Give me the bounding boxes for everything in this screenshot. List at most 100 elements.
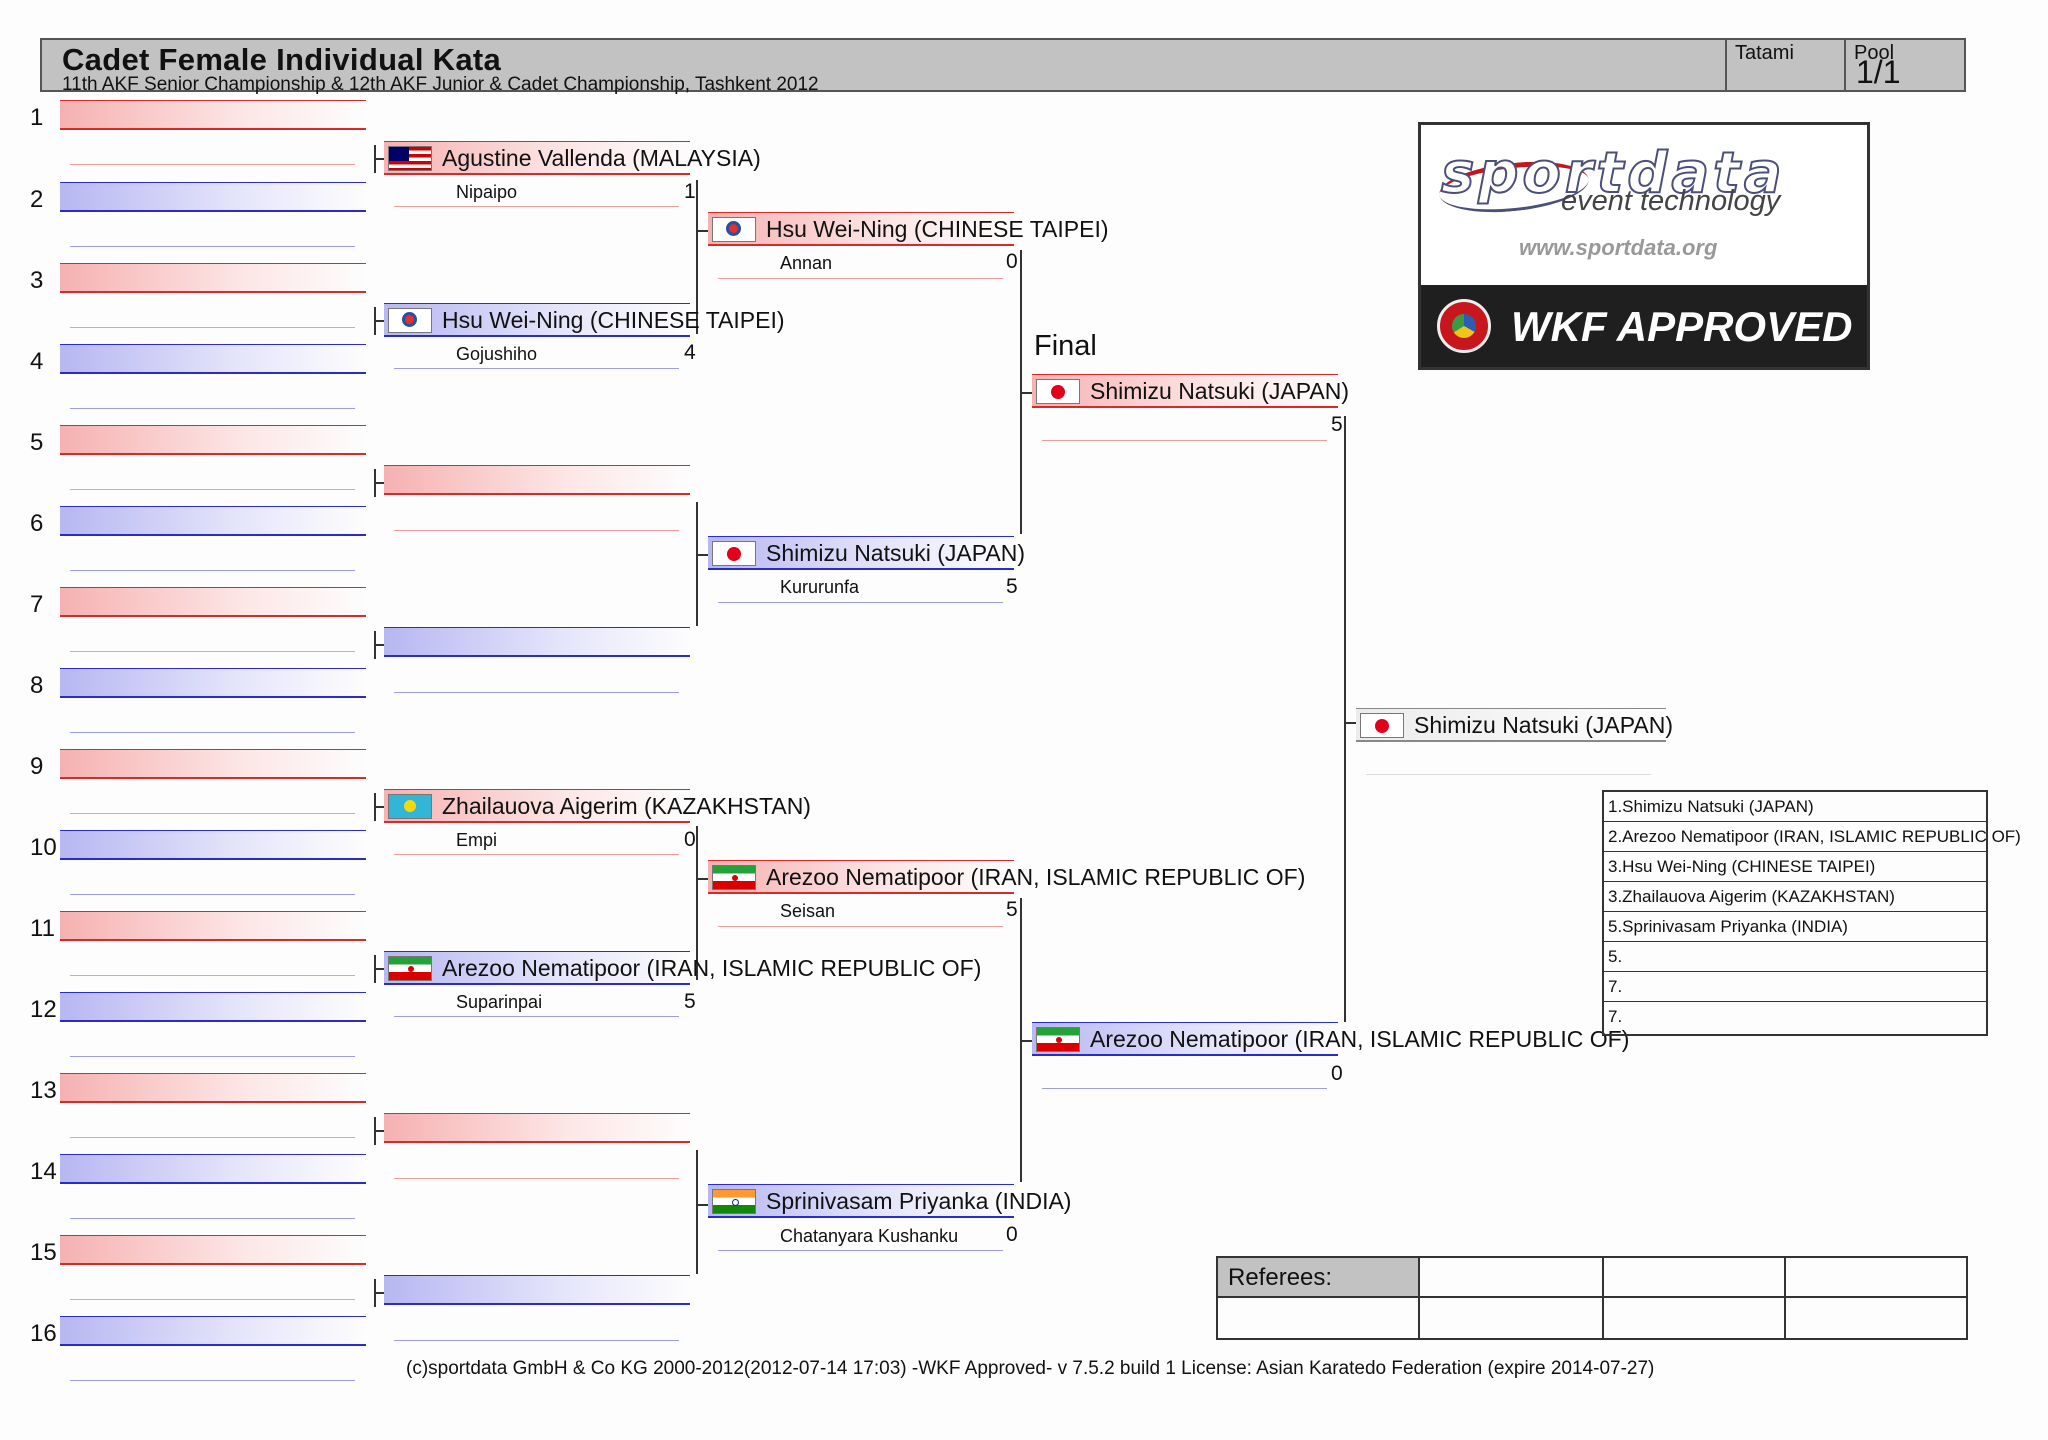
seed-underline [70,327,355,328]
competitor-red[interactable]: Hsu Wei-Ning (CHINESE TAIPEI) [708,212,1109,246]
seed-number: 12 [30,996,57,1023]
kata-name: Annan [780,253,833,273]
final-competitor-blue[interactable]: Arezoo Nematipoor (IRAN, ISLAMIC REPUBLI… [1032,1022,1629,1056]
score: 0 [1006,250,1018,273]
referee-cell[interactable] [1420,1258,1604,1298]
seed-number: 6 [30,510,44,537]
tatami-label: Tatami [1735,42,1794,64]
seed-number: 14 [30,1158,57,1185]
competitor-red[interactable]: Arezoo Nematipoor (IRAN, ISLAMIC REPUBLI… [708,860,1305,894]
seed-underline [70,164,355,165]
seed-slot-blue [60,992,366,1022]
seed-slot-red [60,1235,366,1265]
referee-cell[interactable] [1604,1298,1786,1338]
pool-cell: Pool 1/1 [1844,40,1966,90]
seed-number: 7 [30,591,44,618]
result-row: 5.Sprinivasam Priyanka (INDIA) [1604,912,1986,942]
seed-number: 5 [30,429,44,456]
logo-brand: sportdata [1440,140,1786,207]
score: 5 [684,990,696,1013]
connector [696,1150,698,1274]
seed-number: 11 [30,915,55,942]
seed-underline [70,570,355,571]
seed-number: 1 [30,104,44,131]
competitor-red[interactable]: Agustine Vallenda (MALAYSIA) [384,141,761,175]
results-table: 1.Shimizu Natsuki (JAPAN) 2.Arezoo Nemat… [1602,790,2021,1036]
competitor-blue[interactable]: Hsu Wei-Ning (CHINESE TAIPEI) [384,303,785,337]
malaysia-flag-icon [388,146,432,171]
kata-underline [1042,440,1327,441]
competitor-name: Arezoo Nematipoor (IRAN, ISLAMIC REPUBLI… [442,955,982,981]
connector [1344,722,1356,724]
connector [696,502,698,626]
referee-cell[interactable] [1218,1298,1420,1338]
competitor-blue[interactable]: Sprinivasam Priyanka (INDIA) [708,1184,1071,1218]
japan-flag-icon [712,541,756,566]
seed-number: 16 [30,1320,57,1347]
final-label: Final [1034,330,1097,362]
result-row: 5. [1604,942,1986,972]
logo-top: sportdata event technology www.sportdata… [1421,125,1867,285]
competitor-name: Zhailauova Aigerim (KAZAKHSTAN) [442,793,811,819]
referee-cell[interactable] [1420,1298,1604,1338]
result-row: 3.Zhailauova Aigerim (KAZAKHSTAN) [1604,882,1986,912]
seed-number: 15 [30,1239,57,1266]
kata-underline [718,1250,1003,1251]
japan-flag-icon [1360,713,1404,738]
connector [374,482,384,484]
competitor-name: Arezoo Nematipoor (IRAN, ISLAMIC REPUBLI… [1090,1026,1630,1052]
seed-number: 2 [30,186,44,213]
seed-number: 9 [30,753,44,780]
result-row: 7. [1604,972,1986,1002]
seed-slot-red [60,1073,366,1103]
final-competitor-red[interactable]: Shimizu Natsuki (JAPAN) [1032,374,1349,408]
kata-underline [394,692,679,693]
score: 5 [1006,898,1018,921]
seed-underline [70,246,355,247]
connector [696,878,708,880]
kata-underline [718,602,1003,603]
competitor-name: Hsu Wei-Ning (CHINESE TAIPEI) [766,216,1109,242]
kata-underline [394,854,679,855]
referees-table: Referees: [1216,1256,1968,1340]
competitor-blue[interactable]: Arezoo Nematipoor (IRAN, ISLAMIC REPUBLI… [384,951,981,985]
header-bar: Cadet Female Individual Kata 11th AKF Se… [40,38,1966,95]
connector [696,554,708,556]
seed-slot-blue [60,506,366,536]
referee-cell[interactable] [1786,1258,1966,1298]
connector [1020,392,1032,394]
page-title: Cadet Female Individual Kata [62,42,502,77]
logo-url: www.sportdata.org [1519,235,1718,260]
connector [374,1130,384,1132]
connector [696,1204,708,1206]
kata-name: Seisan [780,901,836,921]
seed-underline [70,489,355,490]
tatami-cell: Tatami [1725,40,1846,90]
kata-underline [394,1178,679,1179]
empty-slot-blue [384,627,690,657]
referee-cell[interactable] [1786,1298,1966,1338]
seed-underline [70,1299,355,1300]
winner-box[interactable]: Shimizu Natsuki (JAPAN) [1356,708,1673,742]
competitor-name: Shimizu Natsuki (JAPAN) [1090,378,1350,404]
seed-slot-red [60,749,366,779]
wkf-approved-banner: WKF APPROVED [1421,285,1867,367]
kata-underline [394,1016,679,1017]
wkf-approved-text: WKF APPROVED [1511,303,1853,350]
seed-slot-blue [60,830,366,860]
score: 0 [684,828,696,851]
chinese-taipei-flag-icon [712,217,756,242]
connector [374,644,384,646]
referee-cell[interactable] [1604,1258,1786,1298]
iran-flag-icon [712,865,756,890]
iran-flag-icon [388,956,432,981]
connector [1020,1040,1032,1042]
kata-name: Suparinpai [456,992,543,1012]
competitor-red[interactable]: Zhailauova Aigerim (KAZAKHSTAN) [384,789,811,823]
kata-name: Kururunfa [780,577,860,597]
score: 0 [1006,1223,1018,1246]
competitor-blue[interactable]: Shimizu Natsuki (JAPAN) [708,536,1025,570]
score: 5 [1331,413,1343,436]
kata-underline [394,206,679,207]
seed-underline [70,1056,355,1057]
